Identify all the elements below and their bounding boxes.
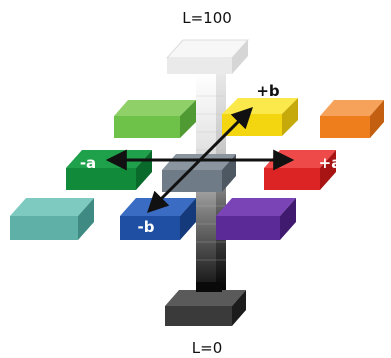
label-minus-b: -b — [138, 218, 155, 236]
purple-slab — [216, 198, 296, 240]
teal-slab — [10, 198, 94, 240]
black-slab-bottom — [165, 282, 246, 326]
label-minus-a: -a — [80, 154, 96, 172]
label-l-100: L=100 — [182, 9, 232, 27]
white-slab-top — [165, 39, 250, 74]
orange-slab — [320, 100, 384, 138]
b-axis-arrow — [147, 107, 253, 213]
label-plus-a: +a — [319, 154, 342, 172]
label-plus-b: +b — [256, 82, 280, 100]
label-l-0: L=0 — [192, 339, 222, 357]
blue-slab — [120, 198, 196, 240]
yellow-slab — [222, 98, 298, 136]
light-green-slab — [114, 100, 196, 138]
